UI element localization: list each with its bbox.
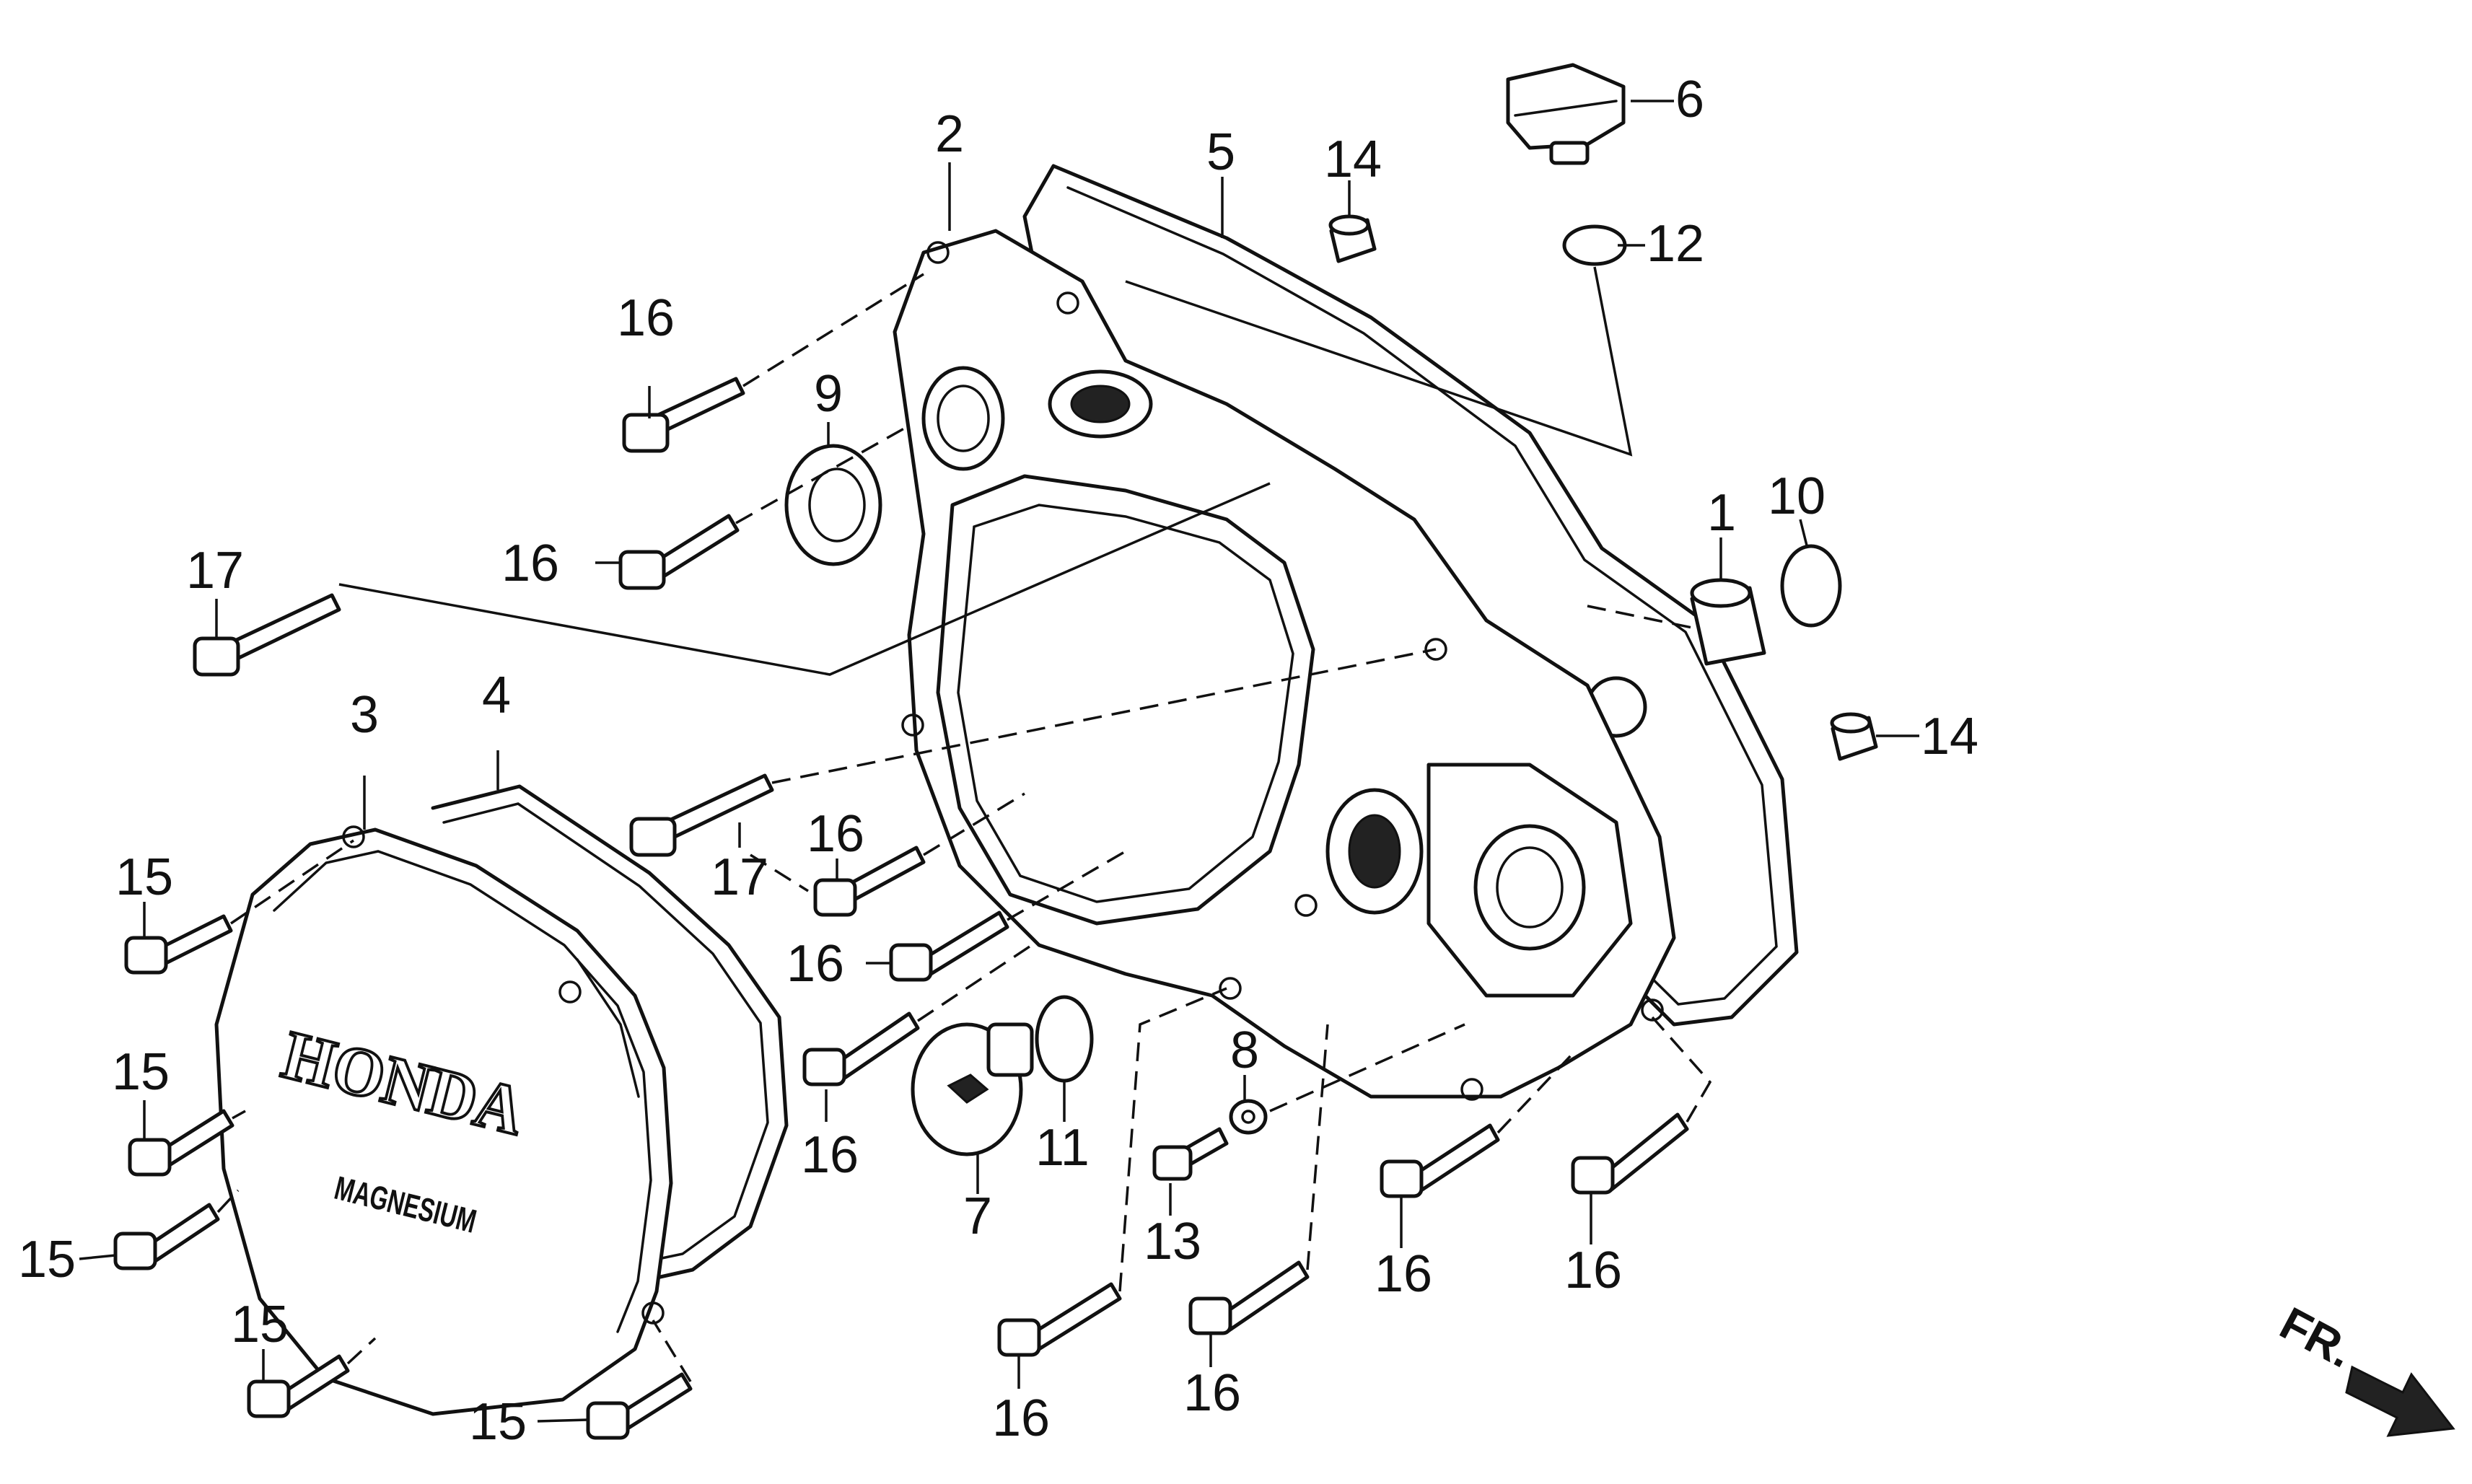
label-2: 2: [935, 105, 964, 163]
o-ring-12: [1562, 224, 1627, 266]
label-15-d: 15: [231, 1296, 289, 1353]
bolt-16-g: [1571, 1112, 1689, 1195]
label-17-b: 17: [711, 848, 768, 906]
plug-7: [911, 1022, 1034, 1156]
bolt-16-a: [622, 377, 745, 453]
label-10: 10: [1768, 467, 1825, 525]
washer-8: [1229, 1099, 1268, 1135]
callout-leaders: [79, 100, 1919, 1423]
bolt-15-b: [128, 1109, 235, 1177]
bolt-16-f: [1380, 1123, 1500, 1198]
label-11: 11: [1035, 1119, 1090, 1177]
label-8: 8: [1230, 1022, 1259, 1079]
label-16-h: 16: [992, 1389, 1050, 1447]
label-12: 12: [1647, 215, 1704, 273]
label-16-i: 16: [1183, 1364, 1241, 1422]
label-14-right: 14: [1921, 708, 1978, 765]
label-14-top: 14: [1324, 131, 1382, 188]
o-ring-11: [1035, 995, 1094, 1083]
bolt-15-d: [247, 1354, 350, 1418]
front-direction-indicator: FR.: [2272, 1297, 2455, 1437]
label-15-e: 15: [469, 1393, 527, 1451]
dowel-pin-14-right: [1830, 712, 1878, 761]
bolt-16-c: [813, 846, 926, 917]
label-9: 9: [814, 365, 843, 423]
label-15-a: 15: [115, 848, 173, 906]
label-16-f: 16: [1375, 1245, 1432, 1303]
direction-label: FR.: [2272, 1297, 2362, 1378]
gasket-4: [431, 784, 789, 1286]
collar-1: [1690, 578, 1766, 666]
bolt-17-b: [629, 773, 774, 857]
label-16-a: 16: [617, 289, 675, 347]
bolt-16-d: [889, 910, 1009, 982]
dowel-pin-14-top: [1328, 214, 1377, 263]
label-16-g: 16: [1564, 1242, 1622, 1299]
bolt-16-e: [802, 1011, 920, 1086]
label-15-c: 15: [18, 1231, 76, 1288]
bolt-17-a: [193, 593, 341, 677]
alignment-lines: [216, 266, 1712, 1382]
label-16-e: 16: [801, 1126, 859, 1184]
bolt-15-e: [586, 1372, 693, 1440]
part-number-labels: 2 5 14 6 12 1 10 14 9 16 16 17 17 16 16 …: [18, 71, 1978, 1451]
label-6: 6: [1675, 71, 1704, 128]
bolt-16-b: [618, 514, 740, 590]
crankcase-cover-2: [893, 229, 1676, 1101]
label-13: 13: [1144, 1213, 1201, 1270]
label-4: 4: [482, 667, 511, 724]
oil-seal-9: [784, 444, 882, 566]
clutch-cover-3: HONDA MAGNESIUM: [214, 825, 673, 1416]
label-1: 1: [1707, 484, 1736, 542]
label-5: 5: [1206, 123, 1235, 181]
label-7: 7: [963, 1187, 992, 1245]
o-ring-10: [1780, 544, 1842, 628]
label-16-d: 16: [786, 935, 844, 993]
label-16-c: 16: [807, 805, 864, 863]
bolt-13: [1152, 1127, 1229, 1181]
label-17-a: 17: [186, 542, 244, 600]
bolt-15-a: [124, 914, 233, 975]
bolt-16-h: [997, 1282, 1122, 1357]
bolt-15-c: [113, 1203, 220, 1270]
label-16-b: 16: [501, 535, 559, 592]
label-15-b: 15: [112, 1043, 170, 1101]
oil-filler-cap-6: [1506, 63, 1626, 165]
label-3: 3: [350, 686, 379, 744]
bolt-16-i: [1188, 1260, 1310, 1335]
front-arrow-icon: [2345, 1365, 2455, 1437]
